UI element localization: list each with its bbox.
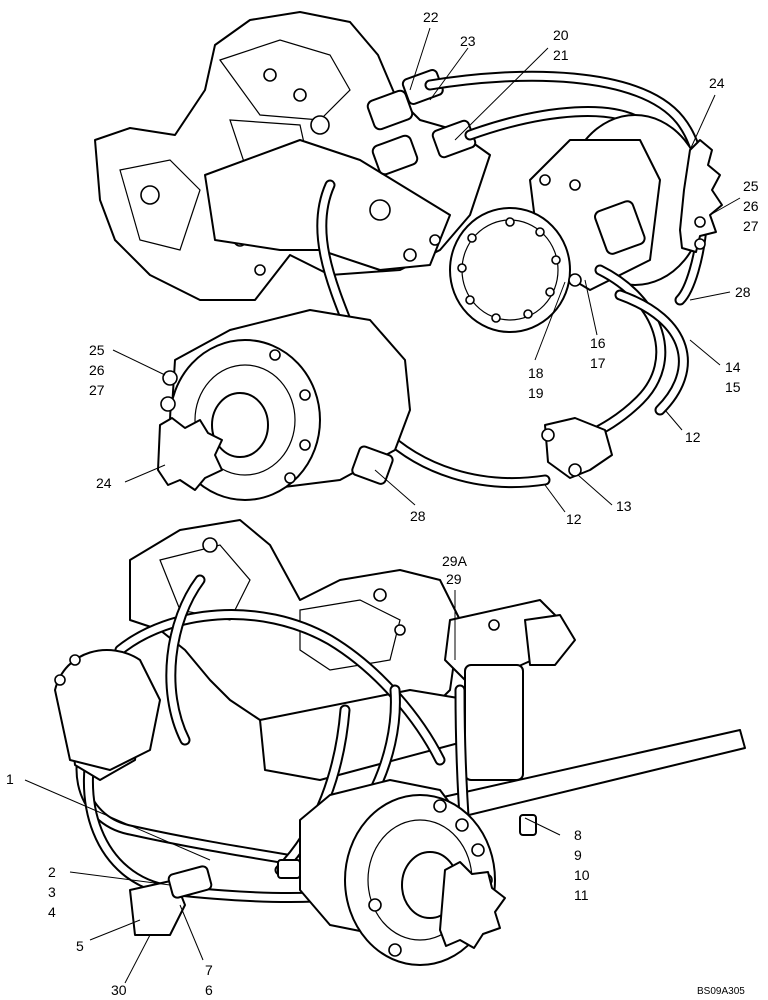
callout-19: 19 <box>528 385 544 401</box>
hydraulic-filter <box>464 664 524 781</box>
callout-5: 5 <box>76 938 84 954</box>
callout-9: 9 <box>574 847 582 863</box>
callout-1: 1 <box>6 771 14 787</box>
callout-12-upper: 12 <box>685 429 701 445</box>
callout-26-left: 26 <box>89 362 105 378</box>
tee-fitting <box>544 417 613 479</box>
lower-left-drive-motor <box>54 649 161 771</box>
upper-right-drive-motor <box>449 114 723 333</box>
callout-3: 3 <box>48 884 56 900</box>
bottom-manifold <box>129 879 186 936</box>
callout-12-lower: 12 <box>566 511 582 527</box>
callout-26-right: 26 <box>743 198 759 214</box>
callout-28-bottom: 28 <box>410 508 426 524</box>
callout-14: 14 <box>725 359 741 375</box>
callout-25-right: 25 <box>743 178 759 194</box>
callout-27-left: 27 <box>89 382 105 398</box>
callout-6: 6 <box>205 982 213 998</box>
callout-24-top: 24 <box>709 75 725 91</box>
callout-7: 7 <box>205 962 213 978</box>
callout-18: 18 <box>528 365 544 381</box>
callout-15: 15 <box>725 379 741 395</box>
lower-right-drive-motor <box>299 779 506 966</box>
callout-23: 23 <box>460 33 476 49</box>
callout-30: 30 <box>111 982 127 998</box>
lower-assembly <box>54 519 746 966</box>
callout-28-right: 28 <box>735 284 751 300</box>
callout-29: 29 <box>446 571 462 587</box>
callout-25-left: 25 <box>89 342 105 358</box>
callout-27-right: 27 <box>743 218 759 234</box>
callout-22: 22 <box>423 9 439 25</box>
callout-10: 10 <box>574 867 590 883</box>
callout-2: 2 <box>48 864 56 880</box>
upper-left-drive-motor <box>157 309 411 501</box>
callout-20: 20 <box>553 27 569 43</box>
drawing-code: BS09A305 <box>697 986 745 997</box>
callout-11: 11 <box>574 887 589 903</box>
callout-17: 17 <box>590 355 606 371</box>
callout-8: 8 <box>574 827 582 843</box>
callout-4: 4 <box>48 904 56 920</box>
callout-21: 21 <box>553 47 569 63</box>
callouts: 22 23 20 21 24 25 26 27 28 25 26 27 24 1… <box>6 9 759 998</box>
callout-16: 16 <box>590 335 606 351</box>
callout-29a: 29A <box>442 553 468 569</box>
leader-lines <box>24 27 741 984</box>
callout-13: 13 <box>616 498 632 514</box>
upper-assembly <box>94 11 723 501</box>
callout-24-left: 24 <box>96 475 112 491</box>
